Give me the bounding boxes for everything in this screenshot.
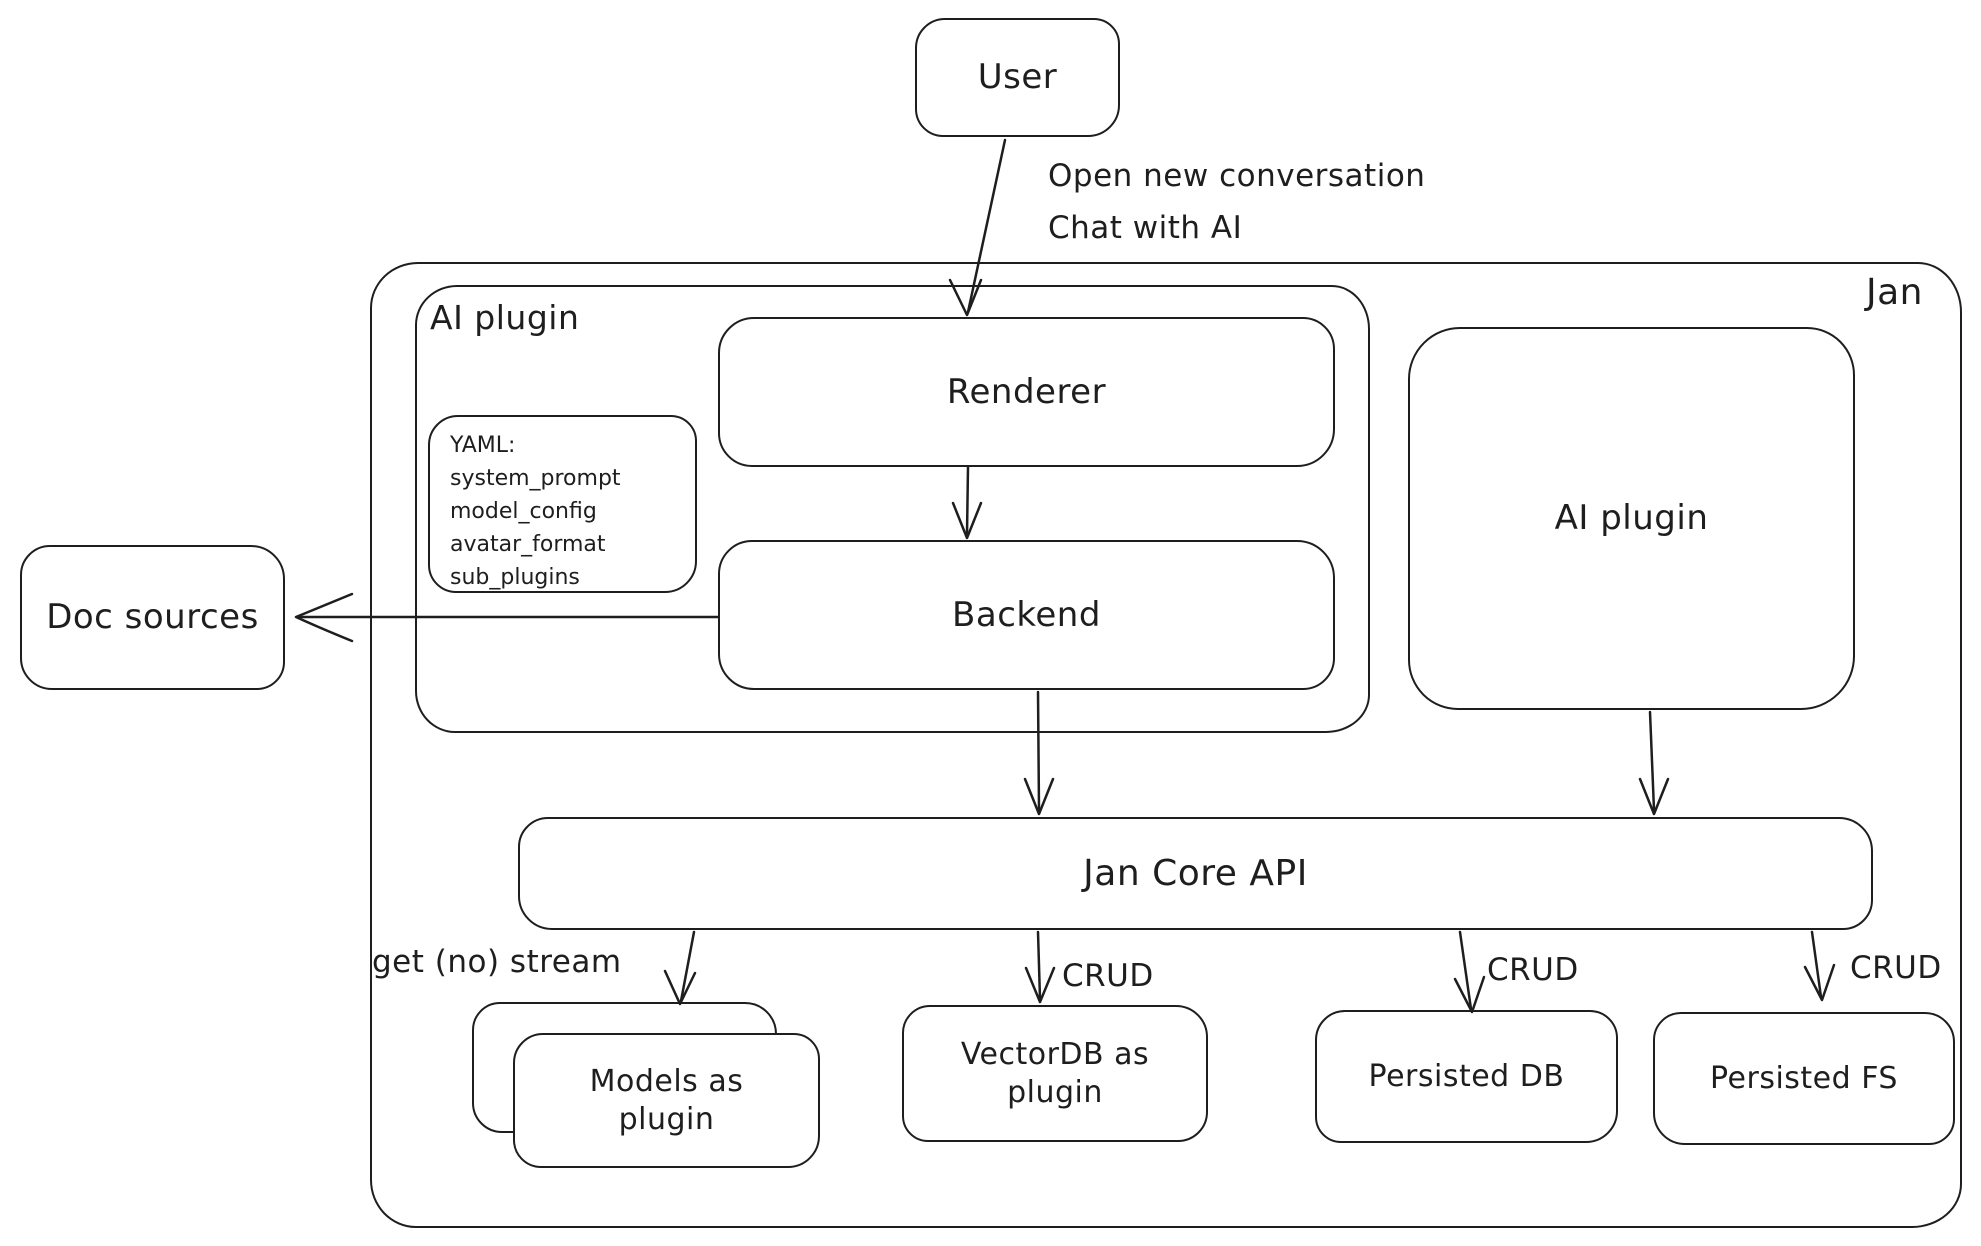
edge-label-get-no-stream: get (no) stream [372, 944, 622, 980]
edge-label-crud-vectordb: CRUD [1062, 958, 1154, 994]
node-renderer-label: Renderer [946, 371, 1107, 412]
yaml-note: YAML: system_prompt model_config avatar_… [428, 415, 697, 593]
node-jan-core-api-label: Jan Core API [1083, 853, 1308, 894]
node-jan-core-api: Jan Core API [518, 817, 1873, 930]
edge-label-open-new-conversation: Open new conversation [1048, 158, 1426, 194]
node-user-label: User [977, 57, 1058, 98]
node-renderer: Renderer [718, 317, 1335, 467]
ai-plugin-container-title: AI plugin [430, 298, 580, 337]
node-persisted-db-label: Persisted DB [1368, 1058, 1565, 1094]
node-backend: Backend [718, 540, 1335, 690]
node-vectordb-plugin-label: VectorDB as plugin [960, 1037, 1150, 1110]
node-persisted-db: Persisted DB [1315, 1010, 1618, 1143]
node-user: User [915, 18, 1120, 137]
edge-label-crud-fs: CRUD [1850, 950, 1942, 986]
yaml-line: system_prompt [450, 466, 621, 491]
node-persisted-fs: Persisted FS [1653, 1012, 1955, 1145]
node-models-plugin-label: Models as plugin [589, 1064, 744, 1137]
yaml-line: sub_plugins [450, 565, 580, 590]
jan-container-title: Jan [1866, 272, 1923, 313]
node-doc-sources: Doc sources [20, 545, 285, 690]
node-backend-label: Backend [952, 594, 1101, 635]
node-ai-plugin-right: AI plugin [1408, 327, 1855, 710]
yaml-line: avatar_format [450, 532, 606, 557]
yaml-line: model_config [450, 499, 597, 524]
yaml-title: YAML: [450, 433, 516, 458]
edge-label-chat-with-ai: Chat with AI [1048, 210, 1243, 246]
node-persisted-fs-label: Persisted FS [1710, 1060, 1898, 1096]
yaml-note-text: YAML: system_prompt model_config avatar_… [430, 417, 631, 604]
node-ai-plugin-right-label: AI plugin [1554, 498, 1709, 539]
node-doc-sources-label: Doc sources [46, 597, 259, 638]
node-vectordb-plugin: VectorDB as plugin [902, 1005, 1208, 1142]
edge-label-crud-db: CRUD [1487, 952, 1579, 988]
node-models-plugin: Models as plugin [513, 1033, 820, 1168]
